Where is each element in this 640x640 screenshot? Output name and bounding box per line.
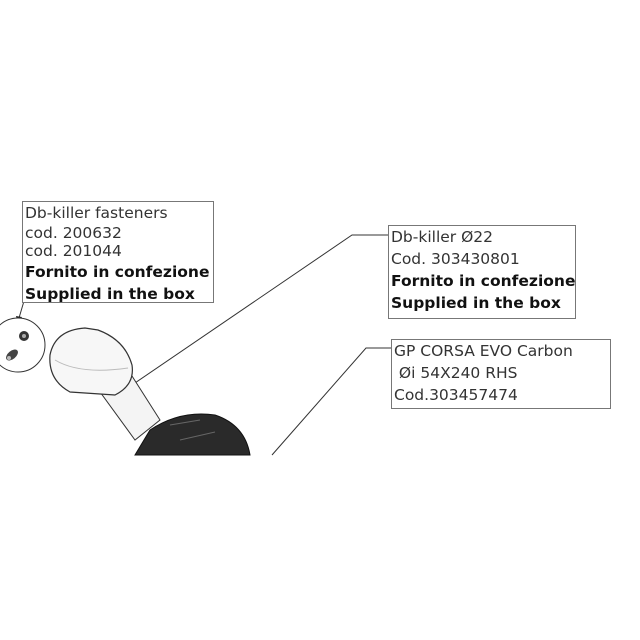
callout-line: Cod. 303430801: [391, 250, 520, 268]
leader-silencer: [271, 347, 391, 456]
callout-line: GP CORSA EVO Carbon: [394, 342, 573, 360]
fasteners-detail: [0, 317, 46, 373]
leader-lines: [18, 234, 391, 456]
callout-line: cod. 201044: [25, 242, 122, 260]
callout-line: cod. 200632: [25, 224, 122, 242]
callout-db-killer: Db-killer Ø22 Cod. 303430801 Fornito in …: [388, 225, 576, 319]
callout-line: Db-killer Ø22: [391, 228, 494, 246]
callout-fasteners: Db-killer fasteners cod. 200632 cod. 201…: [22, 201, 214, 303]
leader-db-killer: [109, 234, 388, 401]
callout-silencer: GP CORSA EVO Carbon Øi 54X240 RHS Cod.30…: [391, 339, 611, 409]
leader-fasteners: [18, 300, 25, 319]
db-killer-part: [49, 327, 161, 441]
callout-bold-line: Fornito in confezione: [25, 263, 210, 281]
callout-bold-line: Supplied in the box: [391, 294, 561, 312]
callout-line: Db-killer fasteners: [25, 204, 168, 222]
callout-line: Cod.303457474: [394, 386, 518, 404]
silencer-body: [134, 413, 251, 456]
callout-bold-line: Fornito in confezione: [391, 272, 576, 290]
callout-bold-line: Supplied in the box: [25, 285, 195, 303]
callout-line: Øi 54X240 RHS: [394, 364, 518, 382]
